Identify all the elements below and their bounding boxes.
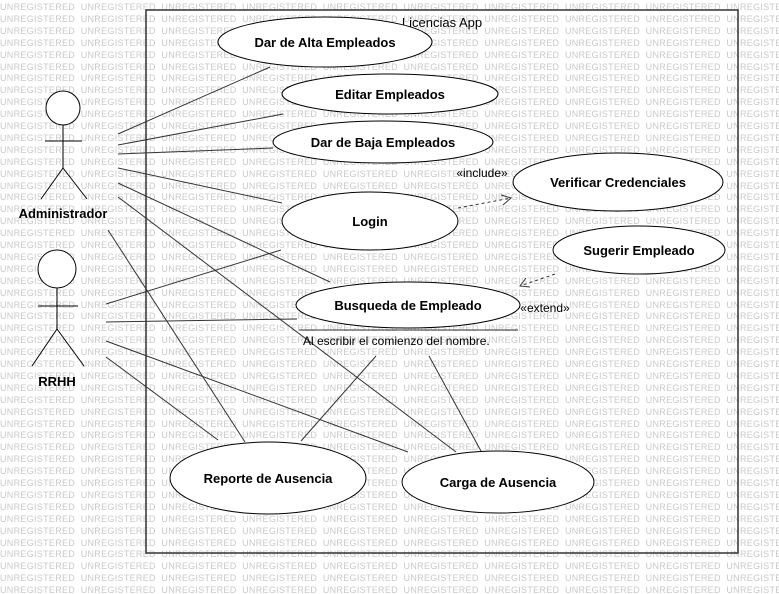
system-title: Licencias App [402,15,482,30]
assoc-rrhh-login[interactable] [105,249,282,305]
extend-label: «extend» [520,301,570,315]
watermark-row: UNREGISTERED UNREGISTERED UNREGISTERED U… [0,370,779,381]
actor-rrhh-label: RRHH [38,374,76,389]
watermark-row: UNREGISTERED UNREGISTERED UNREGISTERED U… [0,359,779,369]
use-case-reporte-label: Reporte de Ausencia [204,471,334,486]
watermark-row: UNREGISTERED UNREGISTERED UNREGISTERED U… [0,585,779,594]
watermark-row: UNREGISTERED UNREGISTERED UNREGISTERED U… [0,347,779,358]
watermark-row: UNREGISTERED UNREGISTERED UNREGISTERED U… [0,549,779,560]
arrowheads [500,194,531,288]
use-case-login[interactable]: Login [281,191,459,251]
actor-rrhh-figure [31,249,85,367]
use-case-alta[interactable]: Dar de Alta Empleados [217,16,433,68]
include-label: «include» [456,166,508,180]
use-case-sugerir-label: Sugerir Empleado [583,243,694,258]
use-case-editar[interactable]: Editar Empleados [281,73,499,115]
watermark-row: UNREGISTERED UNREGISTERED UNREGISTERED U… [0,561,779,572]
assoc-admin-reporte[interactable] [107,229,246,443]
watermark-row: UNREGISTERED UNREGISTERED UNREGISTERED U… [0,61,779,72]
assoc-admin-editar[interactable] [117,113,284,146]
assoc-admin-login[interactable] [117,167,283,204]
assoc-admin-alta[interactable] [117,66,271,135]
watermark-row: UNREGISTERED UNREGISTERED UNREGISTERED U… [0,180,779,191]
watermark-row: UNREGISTERED UNREGISTERED UNREGISTERED U… [0,394,779,405]
watermark-row: UNREGISTERED UNREGISTERED UNREGISTERED U… [0,323,779,334]
watermark-row: UNREGISTERED UNREGISTERED UNREGISTERED U… [0,478,779,488]
extension-point-text: Al escribir el comienzo del nombre. [303,334,490,348]
assoc-busqueda-carga[interactable] [428,355,482,452]
watermark-row: UNREGISTERED UNREGISTERED UNREGISTERED U… [0,573,779,584]
assoc-rrhh-carga[interactable] [105,340,409,453]
actor-rrhh[interactable]: RRHH [31,249,85,389]
watermark-row: UNREGISTERED UNREGISTERED UNREGISTERED U… [0,382,779,393]
watermark-row: UNREGISTERED UNREGISTERED UNREGISTERED U… [0,406,779,417]
system-boundary[interactable] [145,9,739,554]
use-case-carga-label: Carga de Ausencia [440,475,557,490]
use-case-carga[interactable]: Carga de Ausencia [401,450,595,514]
include-arrowhead [500,194,513,206]
use-case-sugerir[interactable]: Sugerir Empleado [552,225,726,275]
associations [105,66,482,453]
use-case-editar-label: Editar Empleados [335,87,445,102]
extend-arrow[interactable] [519,273,556,287]
assoc-busqueda-reporte[interactable] [300,355,377,442]
watermark-row: UNREGISTERED UNREGISTERED UNREGISTERED U… [0,513,779,524]
watermark-row: UNREGISTERED UNREGISTERED UNREGISTERED U… [0,418,779,429]
watermark-row: UNREGISTERED UNREGISTERED UNREGISTERED U… [0,489,779,500]
watermark-row: UNREGISTERED UNREGISTERED UNREGISTERED U… [0,251,779,262]
watermark-row: UNREGISTERED UNREGISTERED UNREGISTERED U… [0,501,779,512]
watermark-row: UNREGISTERED UNREGISTERED UNREGISTERED U… [0,13,779,24]
watermark-row: UNREGISTERED UNREGISTERED UNREGISTERED U… [0,168,779,179]
watermark-row: UNREGISTERED UNREGISTERED UNREGISTERED U… [0,430,779,441]
dependencies [457,197,556,287]
use-case-verificar-label: Verificar Credenciales [550,175,686,190]
actor-admin-label: Administrador [19,206,108,221]
use-case-baja-label: Dar de Baja Empleados [311,135,456,150]
assoc-rrhh-reporte[interactable] [105,356,219,441]
use-case-login-label: Login [352,214,387,229]
use-case-alta-label: Dar de Alta Empleados [254,35,395,50]
use-case-busqueda[interactable]: Busqueda de Empleado [295,281,521,329]
watermark-row: UNREGISTERED UNREGISTERED UNREGISTERED U… [0,335,779,346]
use-case-baja[interactable]: Dar de Baja Empleados [272,120,494,164]
use-case-reporte[interactable]: Reporte de Ausencia [169,441,367,515]
assoc-rrhh-busqueda[interactable] [105,318,298,323]
watermark-row: UNREGISTERED UNREGISTERED UNREGISTERED U… [0,442,779,453]
assoc-admin-carga[interactable] [117,196,457,453]
watermark-row: UNREGISTERED UNREGISTERED UNREGISTERED U… [0,454,779,465]
actor-admin[interactable]: Administrador [19,90,108,221]
assoc-admin-baja[interactable] [117,147,274,155]
assoc-admin-busqueda[interactable] [117,182,331,283]
extend-arrowhead [519,277,531,288]
watermark-row: UNREGISTERED UNREGISTERED UNREGISTERED U… [0,263,779,274]
actor-admin-figure [40,90,88,200]
watermark-row: UNREGISTERED UNREGISTERED UNREGISTERED U… [0,537,779,548]
include-arrow[interactable] [457,197,512,209]
use-case-verificar[interactable]: Verificar Credenciales [512,152,724,212]
watermark-row: UNREGISTERED UNREGISTERED UNREGISTERED U… [0,2,779,12]
watermark-row: UNREGISTERED UNREGISTERED UNREGISTERED U… [0,525,779,536]
use-case-busqueda-label: Busqueda de Empleado [334,298,481,313]
watermark-row: UNREGISTERED UNREGISTERED UNREGISTERED U… [0,275,779,286]
watermark-row: UNREGISTERED UNREGISTERED UNREGISTERED U… [0,466,779,477]
